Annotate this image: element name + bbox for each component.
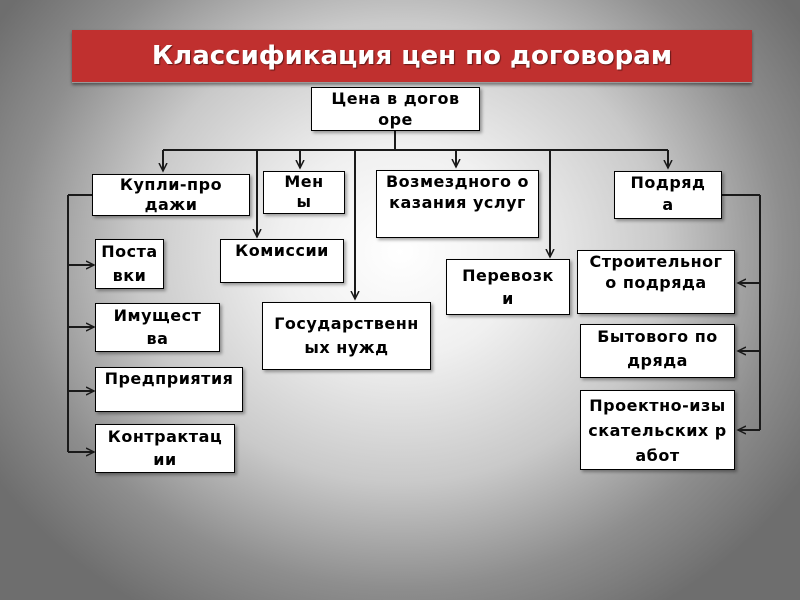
label-perevozki: Перевозки	[462, 266, 554, 308]
label-komissii: Комиссии	[235, 241, 329, 260]
label-bytovogo: Бытового подряда	[597, 327, 718, 370]
label-podryada: Подряда	[630, 173, 706, 214]
label-vozmezdnogo: Возмездного оказания услуг	[385, 172, 530, 212]
box-proektno: Проектно-изыскательских работ	[580, 390, 735, 470]
box-podryada: Подряда	[614, 171, 722, 219]
box-perevozki: Перевозки	[446, 259, 570, 315]
box-kupli-prodazhi: Купли-продажи	[92, 174, 250, 216]
root-label: Цена в договоре	[331, 89, 460, 129]
box-kontraktatsii: Контрактации	[95, 424, 235, 473]
box-stroitelnogo: Строительного подряда	[577, 250, 735, 314]
label-meny: Мены	[284, 172, 324, 211]
label-postavki: Поставки	[101, 242, 158, 285]
label-predpriyatiya: Предприятия	[104, 369, 234, 388]
box-bytovogo: Бытового подряда	[580, 324, 735, 378]
box-postavki: Поставки	[95, 239, 164, 289]
title-bar: Классификация цен по договорам	[72, 30, 752, 83]
box-predpriyatiya: Предприятия	[95, 367, 243, 412]
page-title: Классификация цен по договорам	[151, 41, 673, 71]
box-komissii: Комиссии	[220, 239, 344, 283]
root-box: Цена в договоре	[311, 87, 480, 131]
box-gosudarstvennykh: Государственных нужд	[262, 302, 431, 370]
box-meny: Мены	[263, 171, 345, 214]
box-vozmezdnogo: Возмездного оказания услуг	[376, 170, 539, 238]
label-stroitelnogo: Строительного подряда	[589, 252, 723, 292]
label-imushchestva: Имущества	[113, 306, 202, 348]
box-imushchestva: Имущества	[95, 303, 220, 352]
label-kontraktatsii: Контрактации	[107, 427, 223, 469]
label-proektno: Проектно-изыскательских работ	[588, 395, 727, 465]
label-gosudarstvennykh: Государственных нужд	[274, 314, 419, 357]
label-kupli-prodazhi: Купли-продажи	[119, 175, 223, 214]
